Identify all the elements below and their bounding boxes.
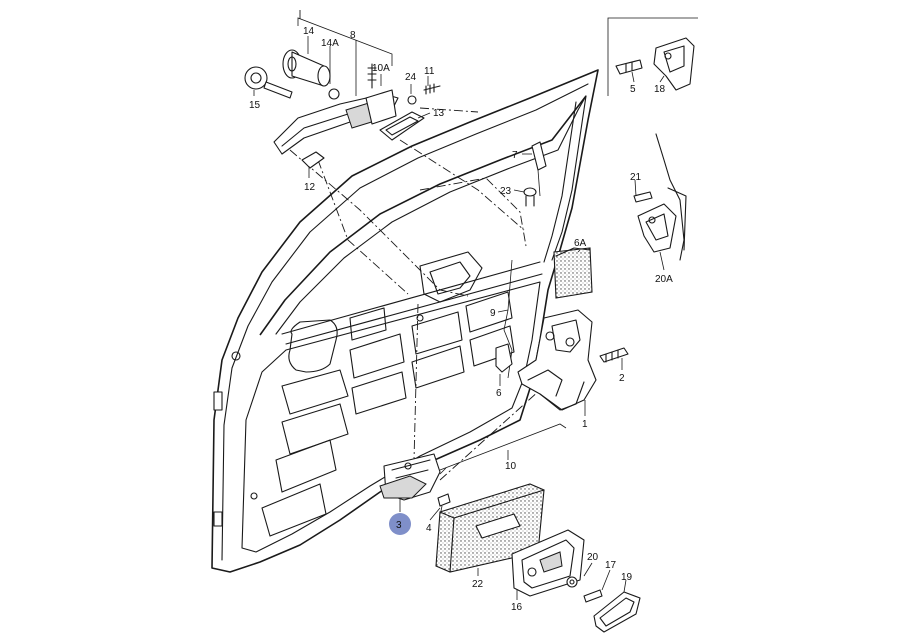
callout-16[interactable]: 16 [511, 602, 523, 613]
callout-24[interactable]: 24 [405, 72, 417, 83]
callout-12[interactable]: 12 [304, 182, 316, 193]
callout-6a[interactable]: 6A [574, 238, 587, 249]
callout-1[interactable]: 1 [582, 419, 588, 430]
callout-17[interactable]: 17 [605, 560, 617, 571]
callout-19[interactable]: 19 [621, 572, 633, 583]
interior-handle-group [379, 453, 641, 633]
lock-assembly [439, 17, 698, 475]
callout-20[interactable]: 18 [654, 84, 666, 95]
callout-4[interactable]: 4 [426, 523, 432, 534]
callout-10a[interactable]: 10A [372, 63, 390, 74]
callout-11[interactable]: 11 [424, 66, 435, 77]
callout-18[interactable]: 20 [587, 552, 599, 563]
callout-14[interactable]: 14 [303, 26, 315, 37]
callout-6[interactable]: 6 [496, 388, 502, 399]
callout-7[interactable]: 9 [490, 308, 496, 319]
assembly-lines [289, 10, 541, 481]
door-shell [211, 69, 599, 573]
callout-3[interactable]: 3 [396, 520, 402, 531]
callout-15[interactable]: 15 [249, 100, 261, 111]
callout-5[interactable]: 5 [630, 84, 636, 95]
exterior-handle-group [244, 17, 441, 169]
callout-23[interactable]: 23 [500, 186, 512, 197]
callout-21[interactable]: 21 [630, 172, 642, 183]
callout-10[interactable]: 8 [350, 30, 356, 41]
highlight-marker [389, 513, 411, 535]
callout-14a[interactable]: 14A [321, 38, 339, 49]
leader-lines [253, 36, 665, 600]
callout-13[interactable]: 13 [433, 108, 445, 119]
callout-22[interactable]: 22 [472, 579, 484, 590]
callout-2[interactable]: 2 [619, 373, 625, 384]
callout-20a[interactable]: 20A [655, 274, 673, 285]
callout-labels: 14 8 14A 10A 24 11 13 15 12 7 23 6A 9 6 … [249, 26, 673, 613]
callout-9[interactable]: 10 [505, 461, 517, 472]
callout-8[interactable]: 7 [512, 150, 518, 161]
